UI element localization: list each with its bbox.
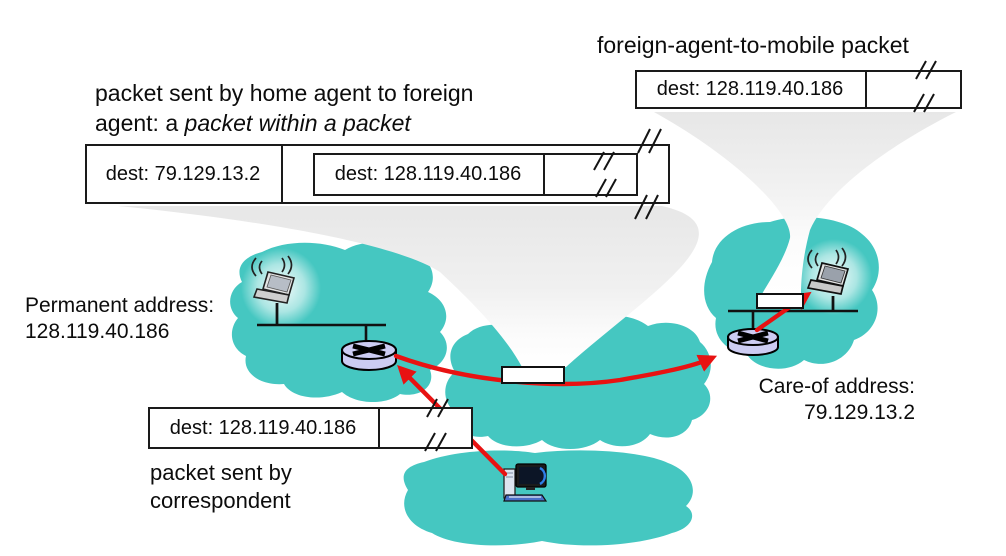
home-agent-caption-line1: packet sent by home agent to foreign [95, 80, 474, 106]
laptop-icon [251, 255, 296, 325]
router-icon [341, 340, 397, 371]
router-icon [727, 328, 779, 356]
permanent-address-line2: 128.119.40.186 [25, 320, 170, 343]
desktop-computer-icon [503, 463, 548, 502]
correspondent-packet-dest: dest: 128.119.40.186 [169, 416, 357, 439]
care-of-address-line1: Care-of address: [758, 375, 915, 398]
permanent-address-line1: Permanent address: [25, 294, 215, 317]
outer-packet-dest: dest: 79.129.13.2 [105, 162, 261, 185]
correspondent-network-blob [403, 450, 693, 546]
wifi-waves-icon [251, 255, 293, 277]
encapsulated-packet-funnel [118, 206, 699, 367]
fa-packet-divider [865, 72, 867, 107]
home-agent-caption-line2-prefix: agent: a [95, 110, 185, 136]
arrow-home-agent-to-foreign-agent [393, 353, 718, 387]
wifi-waves-icon [807, 247, 847, 269]
home-agent-caption-line2-italic: packet within a packet [184, 110, 411, 136]
encapsulated-inner-packet-box [313, 153, 638, 196]
care-of-address-line2: 79.129.13.2 [804, 401, 915, 424]
care-of-address-label: Care-of address: 79.129.13.2 [738, 374, 915, 426]
correspondent-packet-box [148, 407, 473, 449]
packet-in-transit-box [756, 293, 804, 309]
fa-packet-funnel [654, 112, 956, 294]
fa-packet-box [635, 70, 962, 109]
correspondent-caption: packet sent by correspondent [150, 459, 292, 515]
fa-packet-dest: dest: 128.119.40.186 [656, 78, 844, 100]
correspondent-packet-divider [378, 409, 380, 447]
correspondent-caption-line2: correspondent [150, 488, 291, 513]
packet-in-transit-box [501, 366, 565, 384]
home-agent-caption: packet sent by home agent to foreign agen… [95, 78, 473, 138]
inner-packet-dest: dest: 128.119.40.186 [334, 163, 522, 185]
inner-packet-divider [543, 155, 545, 194]
permanent-address-label: Permanent address: 128.119.40.186 [25, 293, 214, 345]
fa-packet-title: foreign-agent-to-mobile packet [597, 32, 909, 58]
outer-packet-divider [281, 146, 283, 202]
laptop-icon [806, 247, 850, 311]
correspondent-caption-line1: packet sent by [150, 460, 292, 485]
